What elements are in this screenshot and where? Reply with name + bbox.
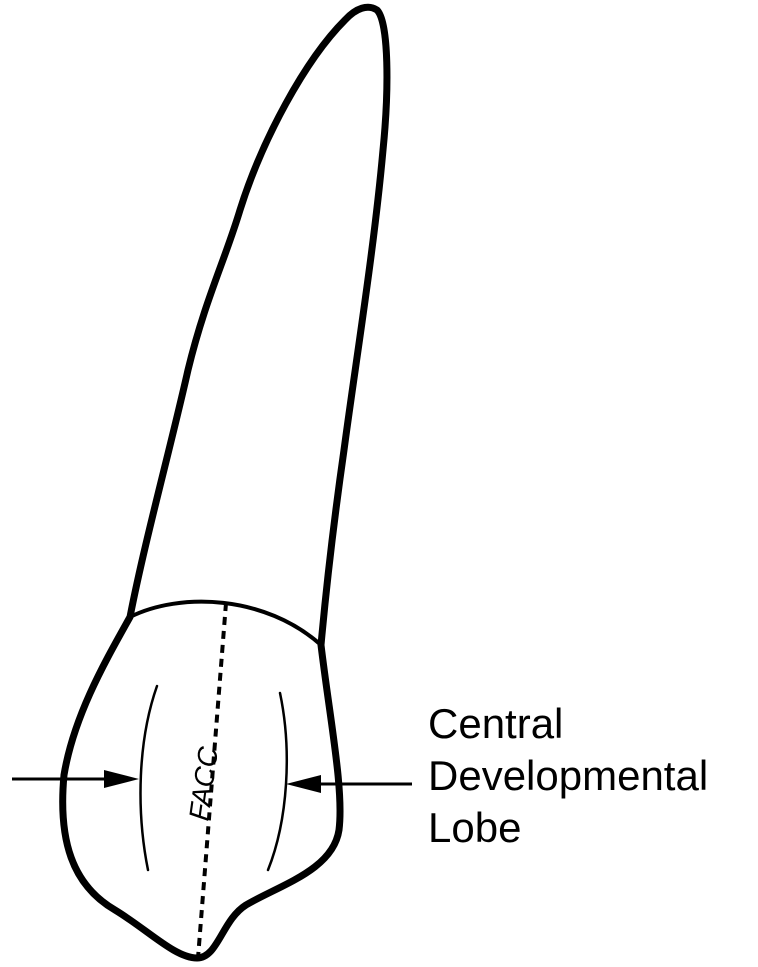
mesial-lobe-groove-line [141, 686, 157, 870]
callout-line-1: Central [428, 698, 708, 750]
facc-label: FACC [183, 744, 224, 823]
callout-line-3: Lobe [428, 802, 708, 854]
central-developmental-lobe-label: Central Developmental Lobe [428, 698, 708, 854]
callout-line-2: Developmental [428, 750, 708, 802]
left-arrowhead-icon [104, 770, 139, 788]
distal-lobe-groove-line [268, 693, 287, 870]
right-arrowhead-icon [286, 775, 321, 793]
tooth-outline [63, 7, 387, 958]
